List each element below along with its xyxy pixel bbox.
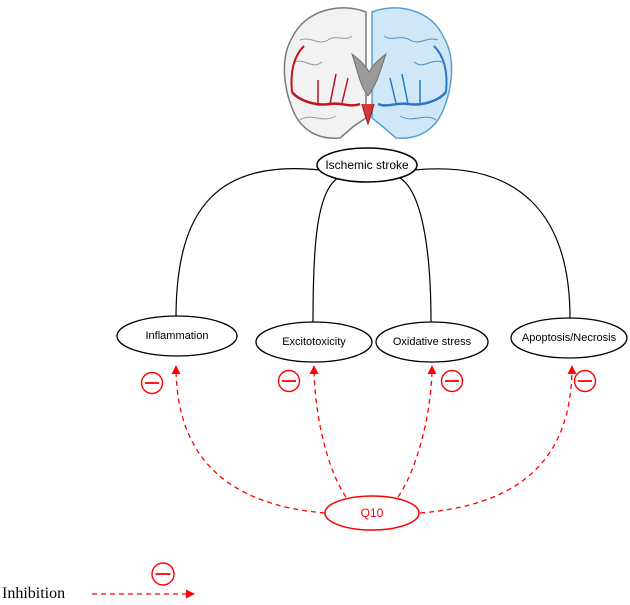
connector-excitotoxicity <box>312 177 339 323</box>
connector-inflammation <box>175 168 321 319</box>
mechanism-node-excitotoxicity: Excitotoxicity <box>255 321 373 363</box>
legend: Inhibition <box>2 562 195 602</box>
mechanism-label: Inflammation <box>146 330 209 342</box>
inhibition-arrow-excitotoxicity <box>309 365 347 498</box>
inhibition-arrows <box>171 365 577 514</box>
inhibitor-label: Q10 <box>361 506 384 520</box>
brain-coronal-section-icon <box>283 7 453 139</box>
legend-label: Inhibition <box>2 585 65 602</box>
mechanism-label: Oxidative stress <box>393 336 472 348</box>
inhibition-arrow-oxidative-stress <box>397 365 437 498</box>
minus-circle-icon <box>140 371 164 395</box>
minus-circle-icon <box>440 369 464 393</box>
mechanism-node-oxidative-stress: Oxidative stress <box>375 321 489 363</box>
mechanism-node-apoptosis-necrosis: Apoptosis/Necrosis <box>510 317 628 359</box>
minus-circle-icon <box>277 369 301 393</box>
connector-apoptosis-necrosis <box>413 168 571 319</box>
inhibitor-node-q10: Q10 <box>324 495 420 531</box>
inhibition-arrow-apoptosis-necrosis <box>419 365 577 514</box>
inhibition-arrow-inflammation <box>171 365 326 514</box>
mechanism-label: Excitotoxicity <box>282 336 346 348</box>
minus-circle-icon <box>151 562 175 586</box>
connector-oxidative-stress <box>399 177 432 323</box>
minus-circle-icon <box>573 369 597 393</box>
connector-lines <box>175 168 571 323</box>
mechanism-node-inflammation: Inflammation <box>116 315 238 357</box>
root-node-label: Ischemic stroke <box>325 158 409 172</box>
root-node: Ischemic stroke <box>316 147 418 183</box>
mechanism-label: Apoptosis/Necrosis <box>522 332 617 344</box>
